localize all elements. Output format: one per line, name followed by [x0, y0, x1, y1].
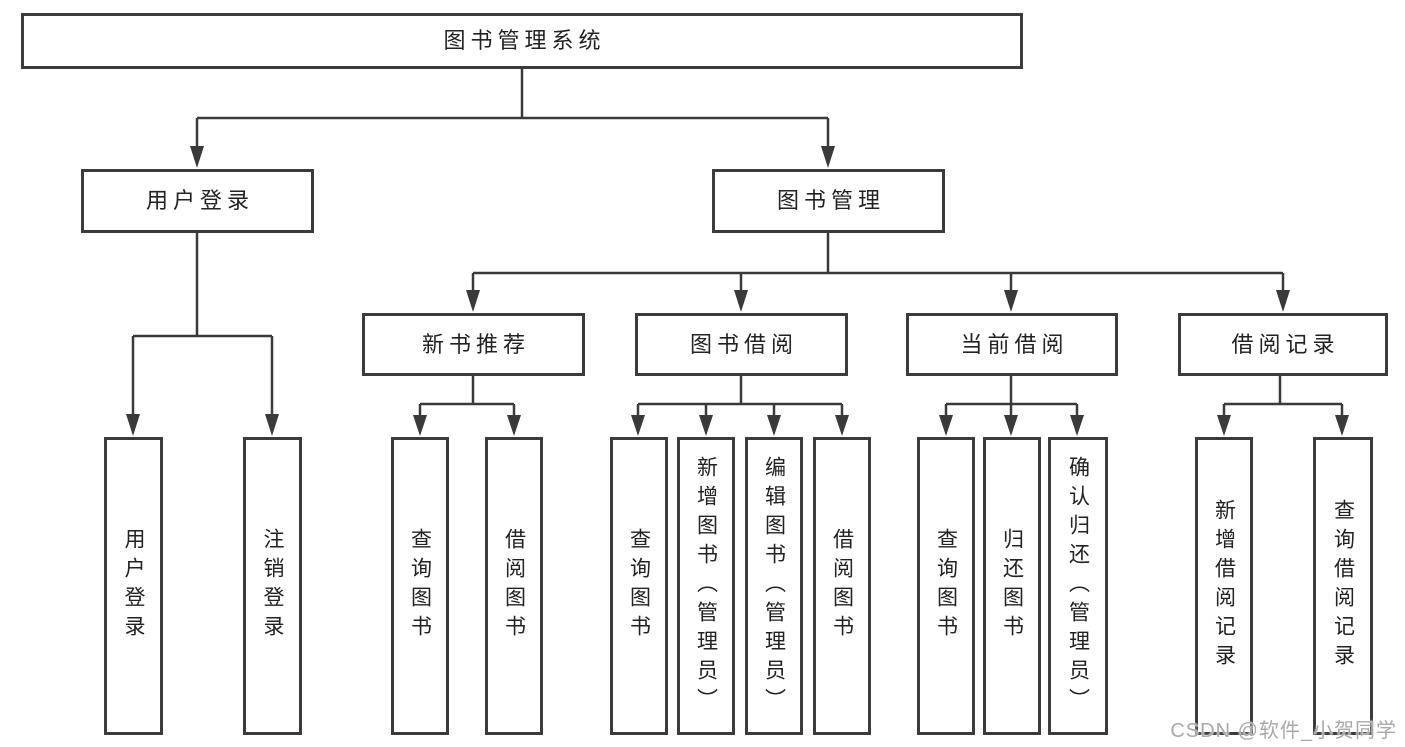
leaf-add-borrow-record: 新增借阅记录: [1195, 437, 1253, 735]
leaf-confirm-return-admin-label: 确认归还（管理员）: [1066, 455, 1090, 717]
leaf-query-books-recommend-label: 查询图书: [408, 528, 432, 644]
csdn-watermark: CSDN @软件_小贺同学: [1170, 720, 1397, 742]
node-borrowing-records-label: 借阅记录: [1231, 331, 1340, 357]
leaf-logout: 注销登录: [243, 437, 302, 735]
leaf-query-books-borrowing: 查询图书: [610, 437, 668, 735]
leaf-edit-book-admin-label: 编辑图书（管理员）: [762, 455, 786, 717]
connector-root-branch: [195, 69, 830, 148]
leaf-borrow-books-borrowing: 借阅图书: [813, 437, 871, 735]
node-book-management: 图书管理: [712, 169, 945, 233]
node-user-login: 用户登录: [81, 169, 314, 233]
node-current-borrowing: 当前借阅: [906, 313, 1118, 376]
leaf-return-books: 归还图书: [983, 437, 1041, 735]
node-root: 图书管理系统: [21, 13, 1023, 69]
leaf-query-borrow-record-label: 查询借阅记录: [1331, 499, 1355, 673]
node-book-management-label: 图书管理: [776, 188, 885, 213]
connector-section4-branch: [1222, 376, 1344, 417]
leaf-add-borrow-record-label: 新增借阅记录: [1212, 499, 1236, 673]
node-user-login-label: 用户登录: [145, 188, 254, 213]
leaf-borrow-books-recommend: 借阅图书: [485, 437, 543, 735]
leaf-add-book-admin-label: 新增图书（管理员）: [694, 455, 718, 717]
leaf-user-login-label: 用户登录: [122, 528, 145, 644]
connector-management-branch: [471, 233, 1285, 292]
leaf-logout-label: 注销登录: [261, 528, 284, 644]
leaf-add-book-admin: 新增图书（管理员）: [677, 437, 735, 735]
leaf-borrow-books-recommend-label: 借阅图书: [502, 528, 526, 644]
leaf-query-books-borrowing-label: 查询图书: [627, 528, 651, 644]
connector-section3-branch: [944, 376, 1079, 417]
node-book-borrowing: 图书借阅: [635, 313, 848, 376]
leaf-return-books-label: 归还图书: [1000, 528, 1024, 644]
leaf-confirm-return-admin: 确认归还（管理员）: [1048, 437, 1108, 735]
leaf-borrow-books-borrowing-label: 借阅图书: [830, 528, 854, 644]
node-new-book-recommendation-label: 新书推荐: [421, 331, 530, 357]
connector-section1-branch: [418, 376, 516, 417]
connector-section2-branch: [636, 376, 844, 417]
leaf-user-login: 用户登录: [104, 437, 163, 735]
leaf-query-books-current: 查询图书: [917, 437, 975, 735]
leaf-edit-book-admin: 编辑图书（管理员）: [745, 437, 803, 735]
leaf-query-borrow-record: 查询借阅记录: [1313, 437, 1373, 735]
leaf-query-books-current-label: 查询图书: [934, 528, 958, 644]
node-current-borrowing-label: 当前借阅: [960, 331, 1069, 357]
node-root-label: 图书管理系统: [443, 28, 606, 53]
node-new-book-recommendation: 新书推荐: [362, 313, 585, 376]
node-book-borrowing-label: 图书借阅: [689, 331, 798, 357]
node-borrowing-records: 借阅记录: [1178, 313, 1388, 376]
connector-user-branch: [131, 233, 274, 416]
leaf-query-books-recommend: 查询图书: [391, 437, 449, 735]
